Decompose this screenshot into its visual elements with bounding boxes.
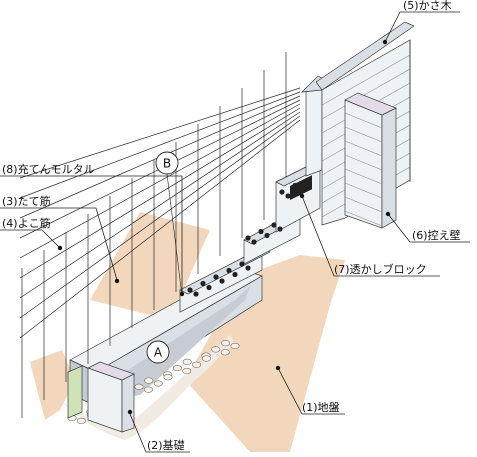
openwork-hole bbox=[206, 284, 212, 291]
gravel-bed bbox=[62, 335, 235, 440]
buttress-cap bbox=[344, 92, 397, 116]
openwork-block-slot bbox=[290, 175, 312, 200]
gravel-stone bbox=[201, 355, 211, 362]
buttress-course-line bbox=[344, 182, 383, 199]
dot-sukashi bbox=[299, 193, 305, 199]
leader-lines bbox=[0, 11, 470, 453]
ground-plane-right bbox=[185, 255, 345, 452]
gravel-stone bbox=[220, 349, 230, 356]
gravel-stone bbox=[182, 367, 192, 375]
openwork-holes bbox=[187, 175, 312, 297]
label-yokokin: (4)よこ筋 bbox=[2, 216, 51, 230]
buttress-course-line bbox=[344, 112, 383, 129]
wall-course-line bbox=[321, 54, 411, 106]
horizontal-bar bbox=[19, 103, 301, 259]
horizontal-bar bbox=[19, 119, 301, 339]
leader-tatekin bbox=[0, 207, 118, 281]
dot-jiban bbox=[275, 365, 281, 371]
openwork-hole bbox=[213, 274, 219, 280]
buttress-side bbox=[381, 107, 397, 229]
openwork-hole bbox=[219, 278, 225, 284]
horizontal-bar bbox=[19, 111, 301, 299]
gravel-stone bbox=[172, 364, 182, 372]
openwork-hole bbox=[251, 239, 257, 245]
gravel-stone bbox=[182, 358, 192, 365]
foundation-pier-side bbox=[121, 373, 135, 433]
horizontal-bar bbox=[19, 87, 301, 179]
gravel-stone bbox=[144, 377, 154, 384]
gravel-stone bbox=[143, 386, 153, 393]
openwork-hole bbox=[245, 235, 251, 241]
buttress-course-line bbox=[344, 154, 383, 171]
gravel-stone bbox=[211, 346, 221, 353]
leader-kasagi bbox=[384, 11, 460, 43]
rebar-grid bbox=[19, 52, 301, 418]
label-kasagi: (5)かさ木 bbox=[403, 0, 452, 12]
openwork-hole bbox=[232, 271, 238, 278]
openwork-hole bbox=[193, 291, 199, 297]
horizontal-bar bbox=[19, 115, 301, 319]
openwork-hole bbox=[245, 265, 251, 271]
gravel-stone bbox=[163, 374, 173, 381]
leader-sukashi bbox=[301, 195, 440, 277]
openwork-hole bbox=[200, 280, 206, 287]
gravel-stone bbox=[134, 383, 144, 390]
dot-kasagi bbox=[382, 39, 388, 45]
horizontal-bar bbox=[19, 91, 301, 199]
buttress-course-line bbox=[344, 140, 383, 157]
label-mortar: (8)充てんモルタル bbox=[2, 162, 95, 176]
label-sukashi: (7)透かしブロック bbox=[334, 262, 427, 276]
gravel-stone bbox=[76, 417, 86, 424]
leader-yokokin bbox=[0, 229, 61, 249]
mortar-fill-area bbox=[105, 286, 250, 400]
leader-hikae bbox=[387, 213, 470, 243]
marker-b-text: B bbox=[163, 157, 171, 171]
buttress-courses bbox=[344, 112, 383, 227]
openwork-hole bbox=[264, 232, 270, 239]
label-kiso: (2)基礎 bbox=[147, 439, 185, 452]
label-jiban: (1)地盤 bbox=[302, 401, 340, 414]
foundation-pier-top bbox=[87, 361, 135, 381]
gravel-stone bbox=[153, 380, 163, 387]
openwork-hole bbox=[277, 226, 283, 232]
buttress-course-line bbox=[344, 210, 383, 227]
marker-a-text: A bbox=[154, 346, 163, 360]
openwork-hole bbox=[271, 222, 277, 228]
leader-dots bbox=[57, 39, 391, 415]
horizontal-bar bbox=[19, 107, 301, 279]
label-hikae: (6)控え壁 bbox=[412, 228, 461, 242]
buttress-front bbox=[344, 99, 383, 229]
ground-plane-front bbox=[30, 350, 75, 420]
foundation-section-green bbox=[67, 365, 83, 419]
wall-course-line bbox=[321, 68, 411, 120]
leader-mortar bbox=[0, 175, 183, 292]
openwork-hole bbox=[226, 267, 232, 274]
openwork-hole bbox=[187, 287, 193, 293]
dot-tatekin bbox=[114, 278, 120, 284]
buttress-course-line bbox=[344, 126, 383, 143]
gravel-stone bbox=[230, 342, 240, 350]
dot-hikae bbox=[385, 211, 391, 217]
openwork-hole bbox=[279, 189, 285, 195]
buttress-course-line bbox=[344, 168, 383, 185]
label-tatekin: (3)たて筋 bbox=[2, 194, 51, 208]
gravel-stone bbox=[192, 361, 202, 368]
buttress-course-line bbox=[344, 196, 383, 213]
dot-kiso bbox=[127, 409, 133, 415]
wall-column-front bbox=[305, 85, 323, 177]
marker-a-circle bbox=[146, 340, 170, 364]
marker-b-leader bbox=[166, 173, 183, 297]
gravel-stone bbox=[221, 340, 231, 347]
leader-kiso bbox=[129, 413, 190, 453]
openwork-hole bbox=[239, 261, 245, 267]
leader-jiban bbox=[277, 367, 345, 415]
dot-yokokin bbox=[57, 245, 63, 251]
openwork-hole bbox=[258, 228, 264, 235]
coping-top bbox=[315, 21, 415, 91]
dot-mortar bbox=[179, 291, 185, 297]
openwork-hole bbox=[285, 193, 291, 199]
